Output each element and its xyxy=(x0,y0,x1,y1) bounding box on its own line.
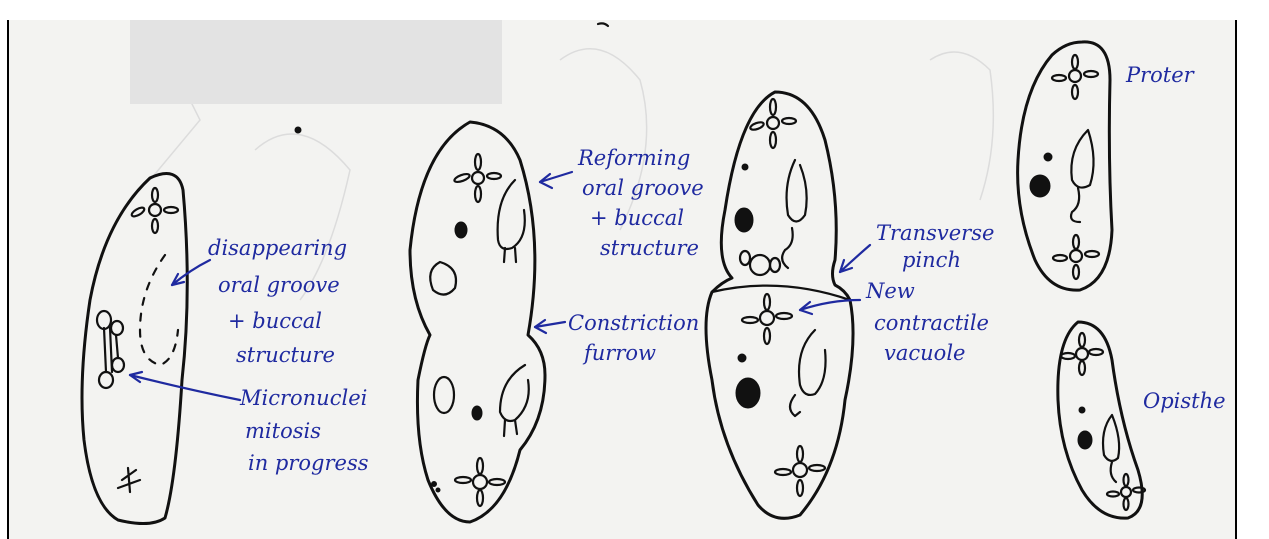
label-opisthe: Opisthe xyxy=(1143,389,1226,413)
cell-3-macronucleus-bottom xyxy=(736,378,760,408)
proter-macronucleus xyxy=(1030,175,1050,197)
opisthe-macronucleus xyxy=(1078,431,1092,449)
cell-2-macronucleus-bottom xyxy=(472,406,482,420)
stray-dot-2 xyxy=(432,482,437,487)
cell-2-macronucleus-top xyxy=(455,222,467,238)
cell-3-macronucleus-top xyxy=(735,208,753,232)
stray-dot xyxy=(295,127,301,133)
redaction-box xyxy=(130,20,502,104)
label-proter: Proter xyxy=(1125,63,1196,87)
